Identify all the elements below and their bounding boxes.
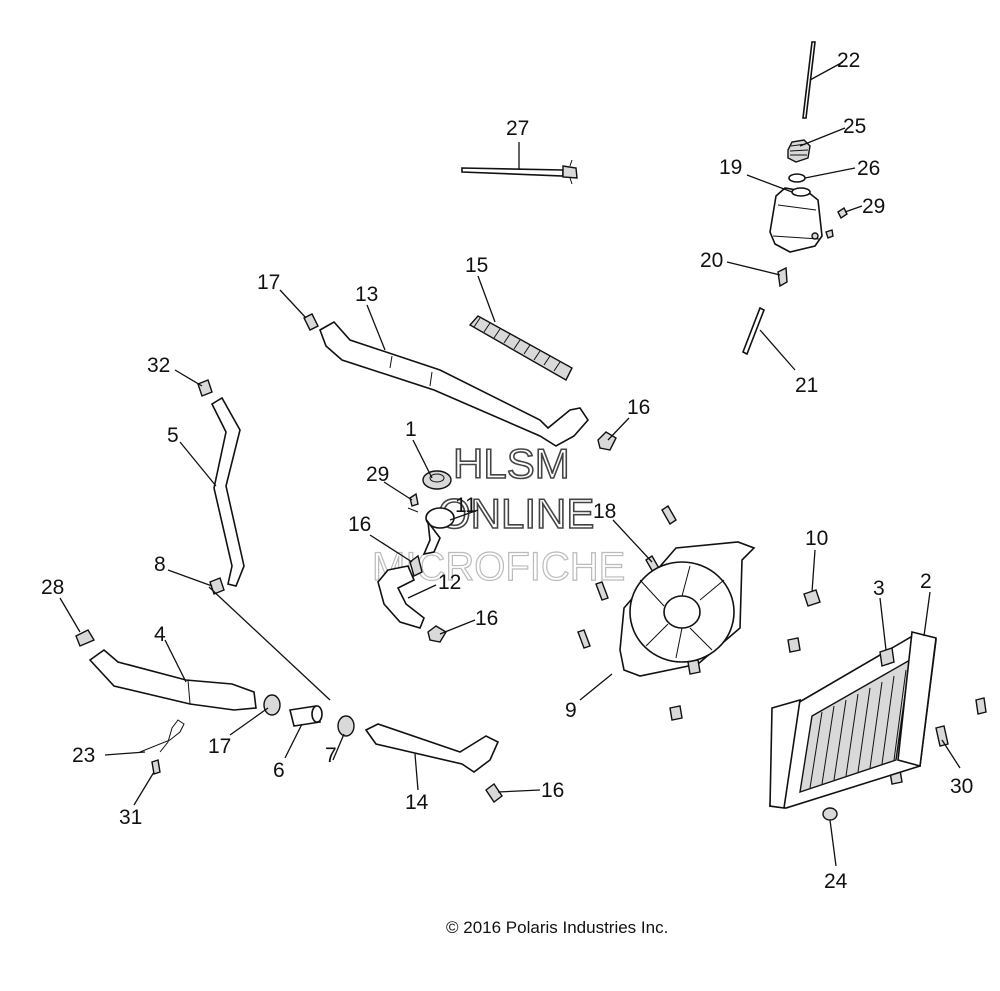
- label-7: 7: [325, 744, 337, 767]
- part-11-thermostat-housing: [422, 507, 455, 556]
- watermark: HLSM ONLINE MICROFICHE: [371, 439, 626, 589]
- label-9: 9: [565, 699, 577, 722]
- label-26: 26: [857, 157, 880, 180]
- label-17-upper: 17: [257, 271, 280, 294]
- label-13: 13: [355, 283, 378, 306]
- part-31-screw: [151, 759, 161, 775]
- label-20: 20: [700, 249, 723, 272]
- callouts: 22 25 26 19 29 27 20 21 17 13 15 32 16 1…: [41, 49, 973, 893]
- label-17-lower: 17: [208, 735, 231, 758]
- label-2: 2: [920, 570, 932, 593]
- label-15: 15: [465, 254, 488, 277]
- part-13-upper-hose: [319, 320, 590, 447]
- label-27: 27: [506, 117, 529, 140]
- watermark-line-1: HLSM: [453, 440, 570, 487]
- label-3: 3: [873, 577, 885, 600]
- part-3-bracket: [879, 647, 895, 667]
- part-27-cable-tie: [461, 159, 578, 185]
- part-5-hose: [210, 396, 245, 587]
- part-30-bolt: [935, 697, 987, 747]
- label-16-b: 16: [348, 513, 371, 536]
- label-23: 23: [72, 744, 95, 767]
- label-16-a: 16: [627, 396, 650, 419]
- part-19-reservoir: [769, 187, 823, 253]
- part-32-clamp: [197, 379, 213, 397]
- watermark-line-2: ONLINE: [438, 490, 594, 537]
- label-19: 19: [719, 156, 742, 179]
- part-15-sleeve: [468, 315, 573, 381]
- label-4: 4: [154, 623, 166, 646]
- part-29-clip-lower: [407, 492, 419, 513]
- part-16-coupler-d: [485, 782, 503, 804]
- label-28: 28: [41, 576, 64, 599]
- label-25: 25: [843, 115, 866, 138]
- label-30: 30: [950, 775, 973, 798]
- part-12-elbow-hose: [377, 565, 425, 629]
- part-23-clip: [139, 719, 185, 753]
- label-12: 12: [438, 571, 461, 594]
- label-21: 21: [795, 374, 818, 397]
- label-18: 18: [593, 500, 616, 523]
- part-4-hose: [88, 648, 257, 711]
- part-21-tube: [741, 306, 766, 356]
- copyright-text: © 2016 Polaris Industries Inc.: [446, 918, 668, 937]
- label-29-upper: 29: [862, 195, 885, 218]
- part-28-plug: [75, 629, 96, 647]
- part-29-clip-upper: [825, 206, 848, 239]
- part-16-coupler-c: [427, 625, 447, 643]
- label-24: 24: [824, 870, 848, 893]
- part-18-bolt: [577, 505, 677, 649]
- label-31: 31: [119, 806, 142, 829]
- label-10: 10: [805, 527, 828, 550]
- part-22-rod: [802, 41, 816, 119]
- label-8: 8: [154, 553, 166, 576]
- part-7-clamp: [337, 715, 355, 737]
- leader-lines: [59, 61, 961, 867]
- part-26-oring: [788, 173, 806, 183]
- part-1-thermostat-cap: [422, 470, 452, 490]
- label-11: 11: [455, 494, 477, 517]
- part-9-fan-assembly: [619, 541, 756, 677]
- label-1: 1: [405, 418, 417, 441]
- label-32: 32: [147, 354, 170, 377]
- label-29-lower: 29: [366, 463, 389, 486]
- part-14-hose: [364, 723, 500, 773]
- part-16-coupler-b: [409, 554, 423, 578]
- part-20-clamp: [777, 266, 788, 288]
- part-24-grommet: [822, 807, 838, 821]
- part-17-clamp-lower: [263, 694, 281, 716]
- part-17-clamp-upper: [303, 313, 319, 331]
- part-10-grommet: [669, 589, 903, 785]
- part-6-tube: [289, 705, 323, 727]
- label-14: 14: [405, 791, 429, 814]
- part-8-clamp: [209, 577, 225, 595]
- label-22: 22: [837, 49, 860, 72]
- part-2-radiator: [769, 631, 937, 809]
- label-16-c: 16: [475, 607, 498, 630]
- label-5: 5: [167, 424, 179, 447]
- label-6: 6: [273, 759, 285, 782]
- label-16-d: 16: [541, 779, 564, 802]
